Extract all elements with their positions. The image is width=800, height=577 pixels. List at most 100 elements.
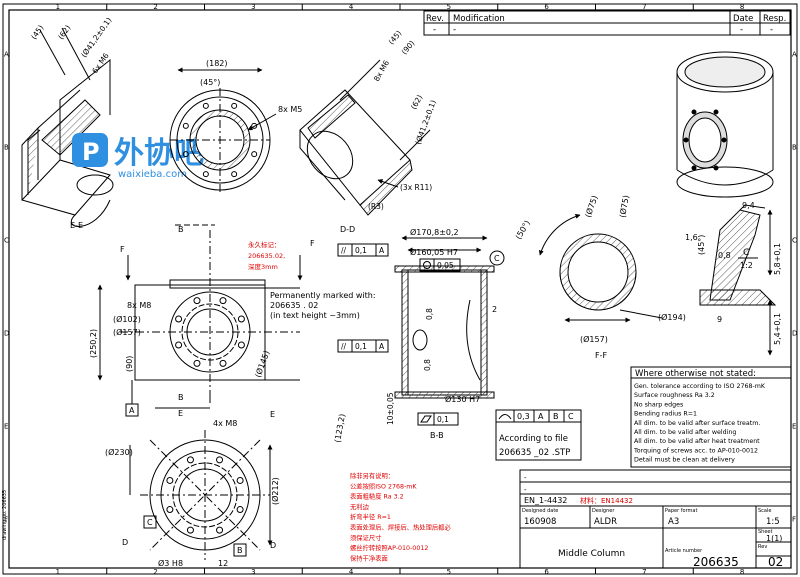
column-marker: 7 bbox=[642, 3, 646, 11]
red-note-1-line-1: 永久标记： bbox=[248, 240, 281, 249]
ff-dim-dia75-b: (Ø75) bbox=[617, 194, 631, 218]
bolt-hole bbox=[236, 506, 244, 514]
profile-gdt-datum-b: B bbox=[553, 412, 559, 421]
general-notes-title: Where otherwise not stated: bbox=[635, 369, 756, 379]
top-dim-182: (182) bbox=[206, 59, 228, 68]
rev-label: Rev bbox=[758, 544, 767, 550]
detail-c: 9,4 1,6 (45°) 0,8 5,8+0,1 9 5,4+0,1 C 1:… bbox=[685, 201, 782, 356]
front-dim-250: (250,2) bbox=[89, 329, 98, 358]
profile-line-2: 206635 _02 .STP bbox=[499, 448, 570, 458]
row-marker: D bbox=[792, 330, 797, 338]
rev-value: - bbox=[433, 25, 436, 35]
bolt-hole bbox=[237, 315, 245, 323]
profile-note: 0,3 A B C According to file 206635 _02 .… bbox=[495, 409, 582, 461]
column-marker: 2 bbox=[153, 3, 157, 11]
paper-format-value: A3 bbox=[668, 517, 679, 527]
datum-a: A bbox=[129, 406, 135, 415]
general-note-line: All dim. to be valid after surface treat… bbox=[634, 420, 760, 427]
general-note-line: Surface roughness Ra 3.2 bbox=[634, 392, 715, 399]
general-note-line: Bending radius R=1 bbox=[634, 411, 697, 418]
bolt-hole bbox=[166, 476, 174, 484]
red-note-2-line: 除非另有说明： bbox=[350, 471, 394, 480]
view-bottom: 4x M8 (123,2) (Ø230) (Ø212) Ø3 H8 12 D D… bbox=[105, 413, 347, 568]
bottom-dim-dia3h8: Ø3 H8 bbox=[158, 558, 183, 568]
section-label-b-top: B bbox=[178, 225, 184, 234]
bolt-hole bbox=[175, 315, 183, 323]
bolt-hole bbox=[251, 151, 258, 158]
section-label-e-right: E bbox=[270, 410, 275, 419]
column-marker: 8 bbox=[740, 3, 744, 11]
red-note-2-line: 折弯半径 R=1 bbox=[350, 512, 391, 521]
section-label-e-bottom: E bbox=[178, 409, 183, 418]
view-b-b: Ø170,8±0,2 Ø160,05 H7 0,8 2 Ø130 H7 10±0… bbox=[337, 227, 505, 440]
bottom-dim-123: (123,2) bbox=[333, 413, 347, 443]
red-note-2-line: 公差按照ISO 2768-mK bbox=[350, 481, 417, 490]
designed-date-label: Designed date bbox=[522, 508, 558, 514]
dd-dim-m6: 8x M6 bbox=[372, 59, 391, 83]
general-note-line: All dim. to be valid after heat treatmen… bbox=[634, 438, 760, 445]
detc-dim-08: 0,8 bbox=[718, 251, 731, 260]
column-marker: 5 bbox=[447, 3, 451, 11]
view-b-b-label: B-B bbox=[430, 431, 444, 440]
bolt-hole bbox=[237, 341, 245, 349]
designer-value: ALDR bbox=[594, 517, 617, 527]
bb-dim-10: 10±0,05 bbox=[386, 392, 395, 425]
bolt-hole bbox=[219, 297, 227, 305]
section-label-d-left: D bbox=[122, 538, 128, 547]
bolt-hole bbox=[231, 171, 238, 178]
bolt-hole bbox=[182, 151, 189, 158]
top-dim-45deg: (45°) bbox=[200, 78, 220, 87]
sheet-label: Sheet bbox=[758, 529, 772, 535]
detc-dim-45deg: (45°) bbox=[697, 235, 706, 255]
detc-dim-16: 1,6 bbox=[685, 233, 698, 242]
watermark-logo: P 外协吧 waixieba.com bbox=[72, 133, 204, 180]
red-note-2-line: 表面处理后、焊接后、热处理后都必 bbox=[350, 523, 451, 532]
section-label-d-right: D bbox=[270, 541, 276, 550]
gdt-parallel-mid-datum: A bbox=[379, 342, 385, 351]
gdt-flat-value: 0,05 bbox=[437, 261, 454, 270]
bb-dim-2: 2 bbox=[492, 305, 497, 314]
bolt-hole bbox=[193, 359, 201, 367]
modification-header: Modification bbox=[453, 14, 505, 24]
bolt-hole bbox=[216, 456, 224, 464]
row-marker: F bbox=[792, 516, 796, 524]
row-marker: A bbox=[4, 51, 9, 59]
bolt-hole bbox=[231, 102, 238, 109]
marking-note-line-3: (in text height ~3mm) bbox=[270, 311, 360, 320]
column-marker: 4 bbox=[349, 568, 354, 576]
ff-dim-dia157: (Ø157) bbox=[580, 334, 608, 344]
red-note-2-line: 保持干净表面 bbox=[350, 553, 388, 562]
dd-dim-45: (45) bbox=[387, 29, 404, 47]
date-header: Date bbox=[733, 14, 753, 24]
title-dash-1: - bbox=[524, 474, 527, 482]
section-label-f-left: F bbox=[120, 245, 125, 254]
red-note-2-line: 须保证尺寸 bbox=[350, 533, 381, 542]
red-note-1-line-3: 深度3mm bbox=[248, 262, 278, 271]
bolt-hole bbox=[219, 359, 227, 367]
bolt-hole bbox=[202, 102, 209, 109]
profile-gdt-value: 0,3 bbox=[517, 412, 530, 421]
view-f-f: (50°) (Ø75) (Ø75) (Ø194) (Ø157) F-F bbox=[514, 194, 686, 360]
profile-gdt-datum-c: C bbox=[568, 412, 574, 421]
bottom-dim-dia230: (Ø230) bbox=[105, 447, 133, 457]
red-note-1: 永久标记： 206635.02, 深度3mm bbox=[248, 240, 285, 271]
svg-text:P: P bbox=[82, 138, 100, 166]
row-marker: C bbox=[4, 237, 9, 245]
front-dim-dia157: (Ø157) bbox=[113, 327, 141, 337]
modification-value: - bbox=[453, 25, 456, 35]
column-marker: 7 bbox=[642, 568, 646, 576]
detc-dim-9: 9 bbox=[717, 315, 722, 324]
bottom-dim-12: 12 bbox=[218, 559, 228, 568]
dd-dim-r11: (3x R11) bbox=[400, 183, 432, 192]
bb-dim-dia130: Ø130 H7 bbox=[445, 394, 480, 404]
title-block: - - EN_1-4432 材料：EN14432 Designed date 1… bbox=[519, 469, 792, 569]
detc-dim-94: 9,4 bbox=[742, 201, 755, 210]
row-marker: E bbox=[4, 423, 8, 431]
front-dim-dia145: (Ø145) bbox=[252, 349, 271, 379]
isometric-view bbox=[676, 51, 774, 198]
column-marker: 2 bbox=[153, 568, 157, 576]
designer-label: Designer bbox=[592, 508, 615, 514]
